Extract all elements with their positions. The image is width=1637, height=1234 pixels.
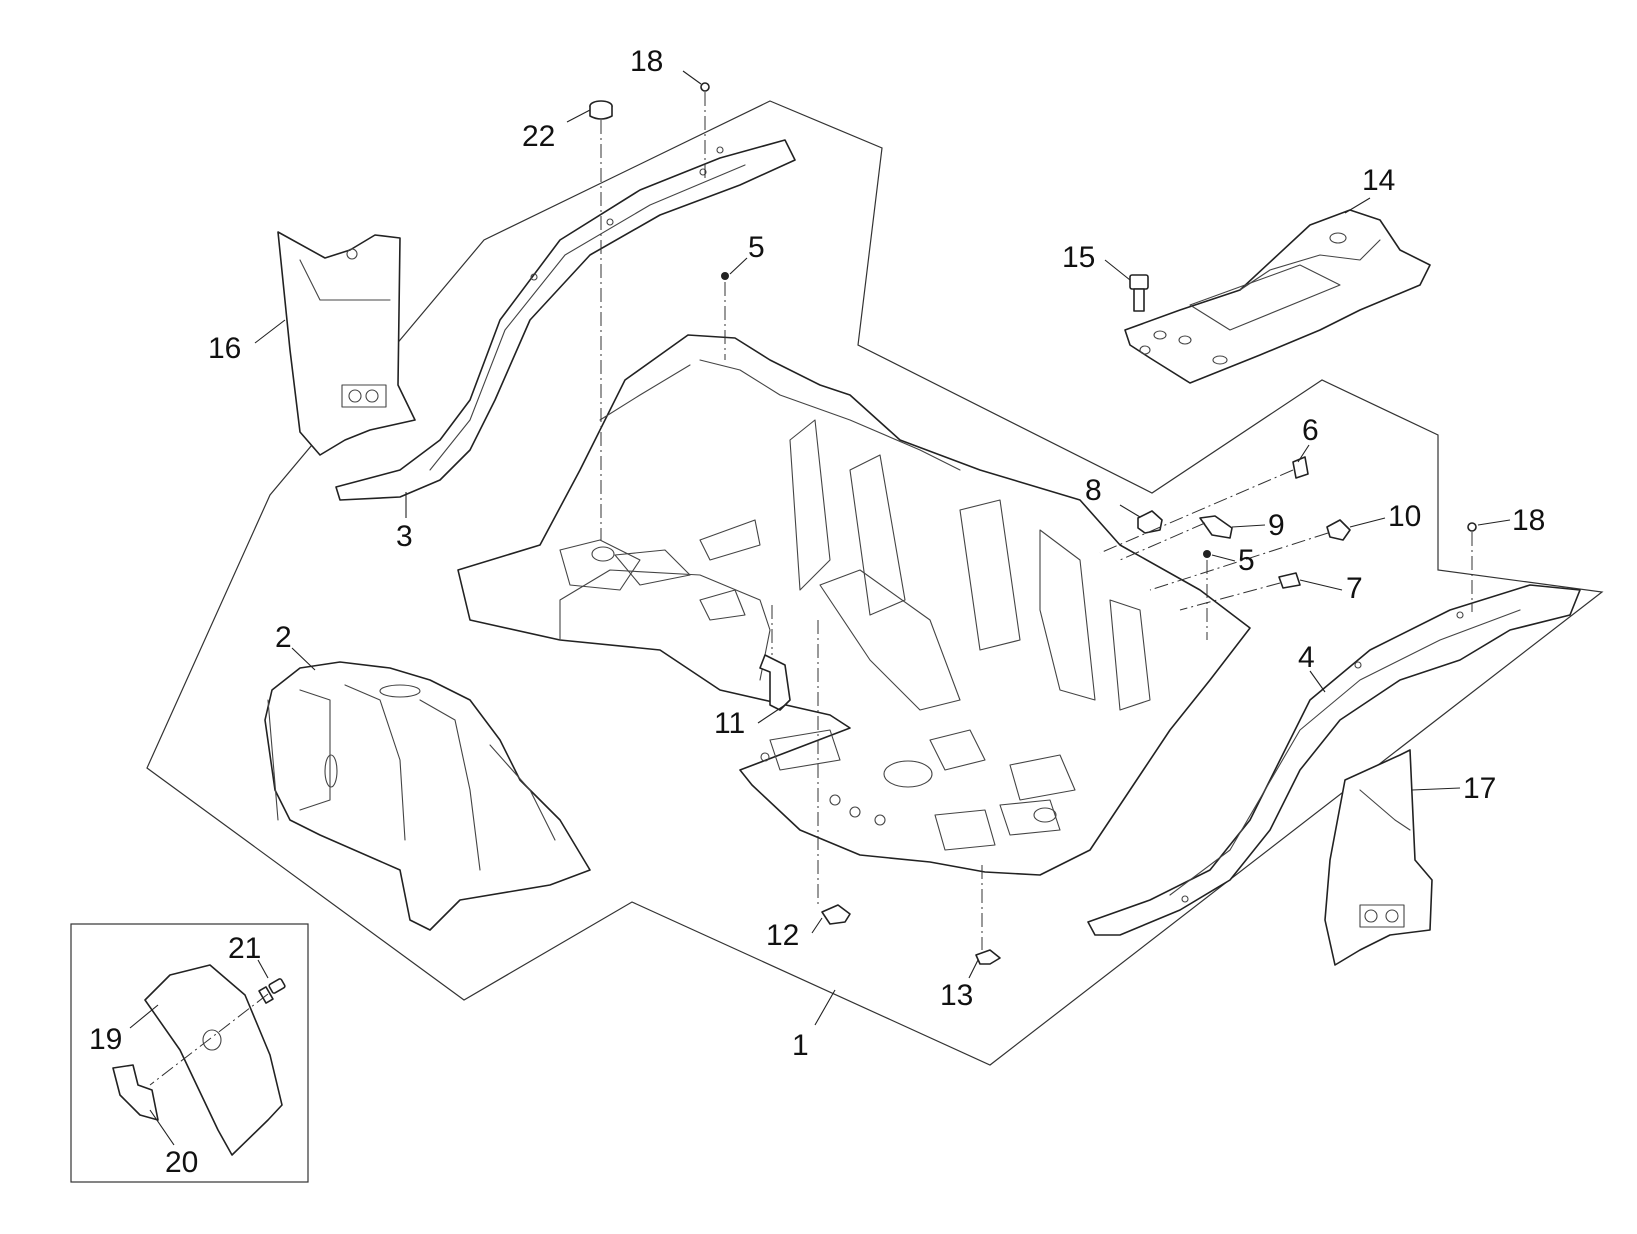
crossmember-part-14 bbox=[1124, 209, 1431, 384]
inset-alignment-line bbox=[149, 993, 269, 1086]
leader-5a bbox=[729, 257, 748, 275]
bracket-part-11 bbox=[759, 654, 791, 711]
alignment-line-7 bbox=[1179, 582, 1281, 611]
leader-1 bbox=[814, 989, 836, 1026]
callout-1: 1 bbox=[792, 1029, 809, 1062]
callout-9: 9 bbox=[1268, 509, 1285, 542]
alignment-line-6 bbox=[1099, 469, 1294, 554]
bolt-part-15 bbox=[1129, 274, 1149, 312]
callout-17: 17 bbox=[1463, 772, 1496, 805]
side-rail-left-part-3 bbox=[335, 139, 796, 501]
leader-2 bbox=[291, 647, 316, 671]
callout-21: 21 bbox=[228, 932, 261, 965]
leader-21 bbox=[257, 959, 269, 979]
alignment-line-10 bbox=[1149, 532, 1329, 591]
leader-8 bbox=[1119, 504, 1141, 518]
callout-7: 7 bbox=[1346, 572, 1363, 605]
leader-11 bbox=[757, 704, 786, 724]
bracket-part-12 bbox=[821, 904, 851, 925]
leader-15 bbox=[1104, 259, 1131, 281]
side-rail-right-part-4 bbox=[1087, 584, 1581, 936]
callout-18b: 18 bbox=[1512, 504, 1545, 537]
leader-16 bbox=[254, 319, 286, 344]
callout-8: 8 bbox=[1085, 474, 1102, 507]
wheel-house-left-part-2 bbox=[264, 661, 591, 931]
callout-6: 6 bbox=[1302, 414, 1319, 447]
callout-11: 11 bbox=[714, 707, 745, 740]
floor-assembly-group-outline bbox=[146, 100, 1604, 1066]
leader-18a bbox=[682, 70, 702, 85]
leader-18b bbox=[1477, 519, 1511, 526]
leader-17 bbox=[1411, 787, 1461, 791]
nut-part-18-right bbox=[1467, 522, 1477, 532]
floor-panel-part-1 bbox=[457, 334, 1251, 876]
bracket-part-6 bbox=[1292, 456, 1309, 479]
leader-22 bbox=[566, 109, 591, 123]
callout-20: 20 bbox=[165, 1146, 198, 1179]
callout-2: 2 bbox=[275, 621, 292, 654]
callout-16: 16 bbox=[208, 332, 241, 365]
leader-10 bbox=[1349, 517, 1386, 528]
bracket-part-10 bbox=[1326, 519, 1351, 541]
callout-13: 13 bbox=[940, 979, 973, 1012]
callout-22: 22 bbox=[522, 120, 555, 153]
callout-19: 19 bbox=[89, 1023, 122, 1056]
callout-4: 4 bbox=[1298, 641, 1315, 674]
inset-plate-part-19 bbox=[144, 964, 283, 1156]
leader-4 bbox=[1309, 670, 1326, 693]
callout-5b: 5 bbox=[1238, 544, 1255, 577]
leader-9 bbox=[1231, 524, 1266, 528]
leader-19 bbox=[129, 1004, 159, 1029]
callout-3: 3 bbox=[396, 520, 413, 553]
leader-13 bbox=[968, 959, 979, 979]
leader-14 bbox=[1344, 197, 1371, 214]
bracket-part-7 bbox=[1278, 572, 1301, 589]
nut-part-5-top bbox=[721, 272, 729, 280]
bracket-part-13 bbox=[975, 949, 1001, 965]
plug-part-22 bbox=[589, 100, 613, 120]
alignment-line-9 bbox=[1119, 522, 1206, 561]
nut-part-5-right bbox=[1203, 550, 1211, 558]
callout-12: 12 bbox=[766, 919, 799, 952]
callout-10: 10 bbox=[1388, 500, 1421, 533]
inset-bracket-part-20 bbox=[112, 1064, 159, 1121]
bracket-part-9 bbox=[1199, 515, 1233, 539]
leader-6 bbox=[1297, 444, 1310, 463]
leader-20 bbox=[149, 1109, 175, 1146]
callout-15: 15 bbox=[1062, 241, 1095, 274]
callout-14: 14 bbox=[1362, 164, 1395, 197]
panel-left-part-16 bbox=[277, 231, 416, 456]
callout-18a: 18 bbox=[630, 45, 663, 78]
leader-5b bbox=[1211, 554, 1236, 562]
leader-12 bbox=[811, 917, 823, 934]
leader-7 bbox=[1299, 579, 1343, 591]
nut-part-18-top bbox=[700, 82, 710, 92]
bracket-part-8 bbox=[1137, 510, 1163, 534]
panel-right-part-17 bbox=[1324, 749, 1433, 966]
callout-5a: 5 bbox=[748, 231, 765, 264]
